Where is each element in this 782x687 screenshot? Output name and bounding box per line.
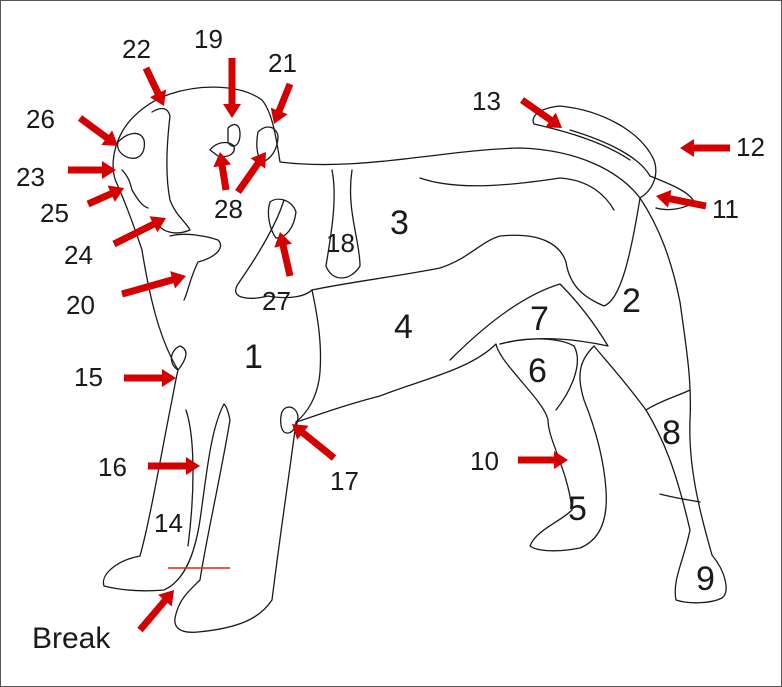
label-22: 22 xyxy=(122,34,151,64)
label-28: 28 xyxy=(214,194,243,224)
label-9: 9 xyxy=(696,560,715,598)
arrow-27 xyxy=(274,232,293,277)
label-15: 15 xyxy=(74,362,103,392)
ear-22-outline xyxy=(152,109,190,233)
arrow-break xyxy=(137,590,174,632)
arrow-17 xyxy=(292,424,336,461)
arrow-28a xyxy=(213,152,231,191)
label-3: 3 xyxy=(390,204,409,242)
arrow-10 xyxy=(518,451,568,469)
label-2: 2 xyxy=(622,282,641,320)
jowl-20 xyxy=(170,234,221,300)
label-20: 20 xyxy=(66,290,95,320)
ear-flap-26 xyxy=(118,133,145,158)
label-19: 19 xyxy=(194,24,223,54)
arrow-20 xyxy=(121,271,186,297)
arrow-23 xyxy=(68,161,116,179)
label-25: 25 xyxy=(40,198,69,228)
label-14: 14 xyxy=(154,508,183,538)
piece-18-outline xyxy=(326,170,360,278)
label-13: 13 xyxy=(472,86,501,116)
neck-line xyxy=(236,200,312,298)
label-24: 24 xyxy=(64,240,93,270)
label-11: 11 xyxy=(712,194,739,224)
label-27: 27 xyxy=(262,286,291,316)
label-7: 7 xyxy=(530,300,549,338)
arrow-13 xyxy=(520,97,562,128)
arrow-15 xyxy=(124,369,176,387)
piece-3-lower xyxy=(420,178,614,210)
label-21: 21 xyxy=(268,48,297,78)
arrow-11 xyxy=(656,190,707,210)
label-18: 18 xyxy=(326,228,355,258)
arrow-21 xyxy=(271,83,293,124)
arrow-12 xyxy=(680,139,730,157)
label-5: 5 xyxy=(568,490,587,528)
arrow-26 xyxy=(78,115,118,146)
label-8: 8 xyxy=(662,414,681,452)
arrow-22 xyxy=(143,67,166,107)
label-17: 17 xyxy=(330,466,359,496)
label-4: 4 xyxy=(394,308,413,346)
back-piece-line xyxy=(312,198,640,306)
arrow-25 xyxy=(87,186,124,208)
label-26: 26 xyxy=(26,104,55,134)
label-12: 12 xyxy=(736,132,765,162)
muzzle-23-25 xyxy=(122,170,148,208)
label-23: 23 xyxy=(16,162,45,192)
dog-body-outline xyxy=(103,87,726,632)
ear-19-21-outline xyxy=(228,125,278,162)
arrow-28b xyxy=(235,152,266,194)
label-1: 1 xyxy=(244,338,263,376)
piece-4-lower xyxy=(296,290,321,422)
label-10: 10 xyxy=(470,446,499,476)
label-break: Break xyxy=(32,622,111,655)
label-6: 6 xyxy=(528,352,547,390)
label-16: 16 xyxy=(98,452,127,482)
